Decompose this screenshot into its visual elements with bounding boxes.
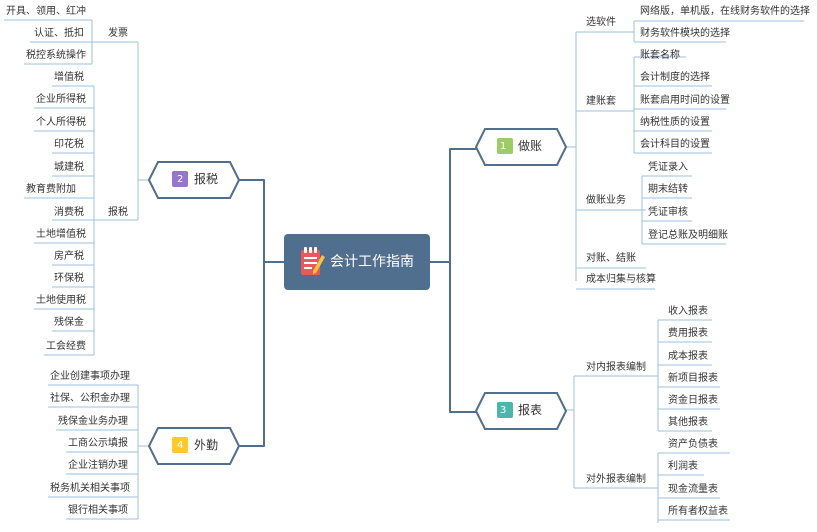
topic-leaf[interactable]: 费用报表 (668, 328, 708, 339)
topic-duiwai[interactable]: 对外报表编制 (586, 474, 646, 485)
topic-leaf[interactable]: 账套名称 (640, 50, 680, 61)
topic-leaf[interactable]: 城建税 (54, 162, 84, 173)
topic-leaf[interactable]: 登记总账及明细账 (648, 230, 728, 241)
topic-leaf[interactable]: 残保金 (54, 317, 84, 328)
topic-leaf[interactable]: 消费税 (54, 207, 84, 218)
topic-leaf[interactable]: 资产负债表 (668, 439, 718, 450)
topic-leaf[interactable]: 土地增值税 (36, 229, 86, 240)
topic-fapiao[interactable]: 发票 (108, 28, 128, 39)
topic-duizhang[interactable]: 对账、结账 (586, 253, 636, 264)
branch-number: 1 (500, 141, 507, 152)
topic-chengben[interactable]: 成本归集与核算 (586, 274, 656, 285)
topic-leaf[interactable]: 印花税 (54, 139, 84, 150)
topic-duinei[interactable]: 对内报表编制 (586, 362, 646, 373)
topic-zuozhangyewu[interactable]: 做账业务 (586, 195, 626, 206)
topic-leaf[interactable]: 凭证审核 (648, 207, 688, 218)
topic-leaf[interactable]: 工会经费 (46, 341, 86, 352)
branch-number: 4 (177, 440, 184, 451)
topic-leaf[interactable]: 资金日报表 (668, 395, 718, 406)
topic-leaf[interactable]: 收入报表 (668, 306, 708, 317)
topic-leaf[interactable]: 利润表 (668, 461, 698, 472)
topic-leaf[interactable]: 税控系统操作 (26, 50, 86, 61)
branch-label: 报表 (518, 403, 543, 417)
topic-leaf[interactable]: 财务软件模块的选择 (640, 28, 730, 39)
topic-leaf[interactable]: 土地使用税 (36, 295, 86, 306)
topic-leaf[interactable]: 账套启用时间的设置 (640, 95, 730, 106)
topic-leaf[interactable]: 企业所得税 (36, 94, 86, 105)
topic-leaf[interactable]: 认证、抵扣 (34, 28, 84, 39)
topic-leaf[interactable]: 成本报表 (668, 351, 708, 362)
central-topic[interactable]: 会计工作指南 (284, 234, 430, 290)
topic-leaf[interactable]: 教育费附加 (26, 184, 76, 195)
branch-number: 2 (177, 174, 184, 185)
topic-leaf[interactable]: 个人所得税 (36, 117, 86, 128)
branch-label: 外勤 (194, 438, 219, 452)
topic-leaf[interactable]: 税务机关相关事项 (50, 483, 130, 494)
notepad-icon (301, 247, 325, 275)
calendar-icon (172, 437, 188, 453)
branch-label: 报税 (194, 172, 219, 186)
topic-shui[interactable]: 报税 (108, 207, 128, 218)
topic-leaf[interactable]: 期末结转 (648, 184, 688, 195)
topic-jianzhangtao[interactable]: 建账套 (586, 96, 616, 107)
topic-leaf[interactable]: 纳税性质的设置 (640, 117, 710, 128)
calendar-icon (497, 138, 513, 154)
topic-xuanruanjian[interactable]: 选软件 (586, 17, 616, 28)
branch-node-baobiao[interactable] (475, 392, 567, 430)
topic-leaf[interactable]: 企业创建事项办理 (50, 371, 130, 382)
topic-leaf[interactable]: 企业注销办理 (68, 460, 128, 471)
topic-leaf[interactable]: 会计制度的选择 (640, 72, 710, 83)
topic-leaf[interactable]: 环保税 (54, 273, 84, 284)
topic-leaf[interactable]: 现金流量表 (668, 484, 718, 495)
calendar-icon (172, 171, 188, 187)
branch-node-zuozhang[interactable] (475, 128, 567, 166)
branch-node-baoshui[interactable] (148, 161, 240, 199)
topic-leaf[interactable]: 会计科目的设置 (640, 139, 710, 150)
topic-leaf[interactable]: 凭证录入 (648, 162, 688, 173)
topic-leaf[interactable]: 房产税 (54, 251, 84, 262)
topic-leaf[interactable]: 新项目报表 (668, 373, 718, 384)
topic-leaf[interactable]: 增值税 (54, 72, 84, 83)
topic-leaf[interactable]: 残保金业务办理 (58, 416, 128, 427)
branch-number: 3 (500, 405, 507, 416)
topic-leaf[interactable]: 所有者权益表 (668, 506, 728, 517)
central-topic-title: 会计工作指南 (330, 254, 414, 270)
topic-leaf[interactable]: 网络版，单机版，在线财务软件的选择 (640, 6, 810, 17)
branch-node-waiqin[interactable] (148, 427, 240, 465)
topic-leaf[interactable]: 其他报表 (668, 417, 708, 428)
branch-label: 做账 (518, 139, 543, 153)
topic-leaf[interactable]: 开具、领用、红冲 (6, 6, 86, 17)
topic-leaf[interactable]: 工商公示填报 (68, 438, 128, 449)
topic-leaf[interactable]: 银行相关事项 (68, 505, 128, 516)
calendar-icon (497, 402, 513, 418)
topic-leaf[interactable]: 社保、公积金办理 (50, 393, 130, 404)
